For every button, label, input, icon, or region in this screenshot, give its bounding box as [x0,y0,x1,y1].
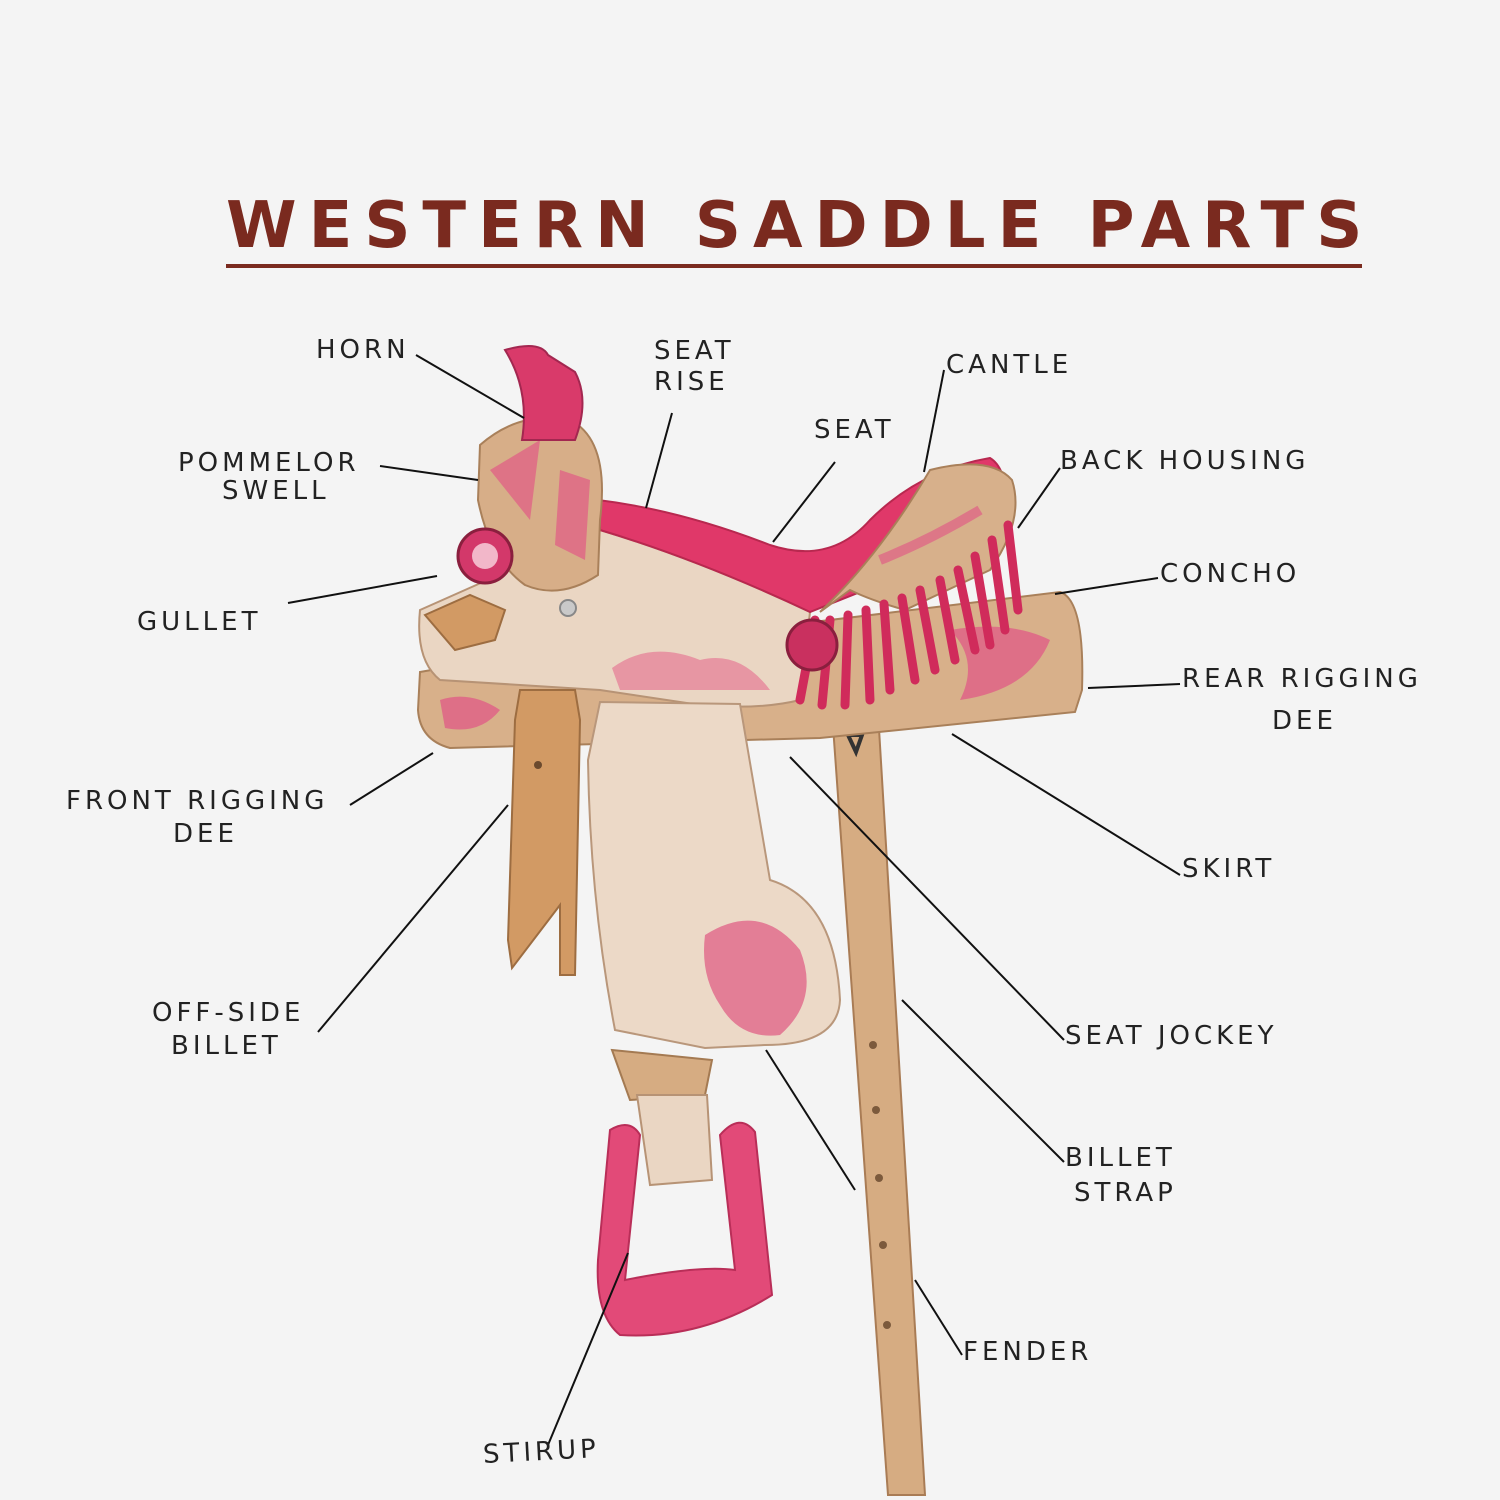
stirrup-shape [596,1121,774,1337]
label-seat-jockey: SEAT JOCKEY [1065,1021,1278,1051]
label-back-housing: BACK HOUSING [1060,446,1310,476]
label-seat-rise-line1: SEAT [654,336,735,366]
label-front-rigging-line1: FRONT RIGGING [66,786,329,816]
label-cantle: CANTLE [946,350,1073,380]
label-concho: CONCHO [1160,559,1301,589]
label-rear-rigging-line2: DEE [1272,706,1337,736]
label-fender: FENDER [963,1337,1093,1367]
leader-lines [287,354,1181,1446]
label-gullet: GULLET [137,607,262,637]
billet-strap-shape [830,711,927,1496]
label-rear-rigging-line1: REAR RIGGING [1182,664,1422,694]
horn-shape [503,345,584,441]
stirrup-leather-shape [610,1048,714,1102]
tie-flap-shape [423,593,507,652]
label-off-side-billet-line1: OFF-SIDE [152,998,305,1028]
seat-shape [596,456,1007,614]
label-seat: SEAT [814,415,895,445]
stirrup-tread-shape [635,1094,714,1187]
diagram-title: WESTERN SADDLE PARTS [226,190,1362,268]
billet-strap-holes [869,1041,891,1329]
label-seat-rise-line2: RISE [654,367,729,397]
label-stirup: STIRUP [482,1433,601,1471]
label-front-rigging-line2: DEE [173,819,238,849]
label-skirt: SKIRT [1182,854,1276,884]
label-horn: HORN [316,335,410,365]
label-pommel-line1: POMMELOR [178,448,360,478]
label-off-side-billet-line2: BILLET [171,1031,282,1061]
off-side-billet-shape [506,689,582,976]
label-pommel-line2: SWELL [222,476,330,506]
label-billet-strap-line1: BILLET [1065,1143,1176,1173]
rear-concho-shape [785,618,839,672]
label-billet-strap-line2: STRAP [1074,1178,1177,1208]
